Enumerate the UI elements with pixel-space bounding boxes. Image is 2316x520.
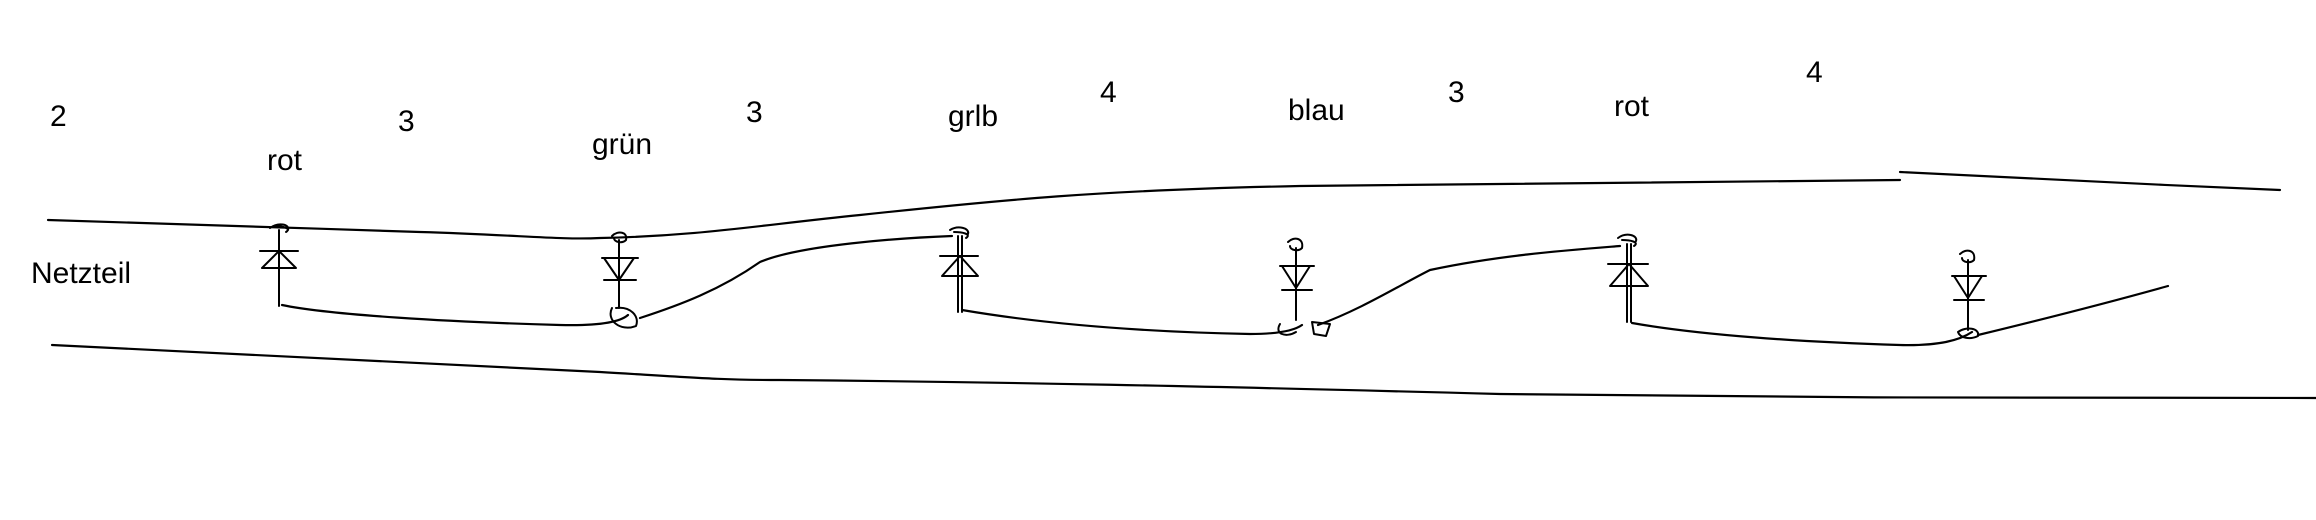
led-count-label-3: 3 <box>746 96 763 129</box>
wire-led2-led3 <box>638 234 954 320</box>
led-symbol-6 <box>1951 249 1987 340</box>
led-count-label-1: 2 <box>50 100 67 133</box>
bottom-supply-wire <box>50 343 2316 400</box>
led-count-label-2: 3 <box>398 105 415 138</box>
led-color-label-3: grlb <box>948 100 999 133</box>
wire-led3-led4 <box>960 308 1304 336</box>
led-color-label-1: rot <box>267 144 303 177</box>
power-supply-label: Netzteil <box>31 257 132 290</box>
wire-led1-led2 <box>280 303 630 327</box>
led-color-label-5: rot <box>1614 90 1650 123</box>
led-color-label-4: blau <box>1288 94 1345 127</box>
wire-led5-led6 <box>1630 321 1974 347</box>
led-symbol-3 <box>939 226 979 313</box>
led-symbol-1 <box>259 223 299 307</box>
top-supply-wire-extension <box>1898 170 2282 192</box>
wire-led4-led5 <box>1316 244 1622 327</box>
led-color-label-2: grün <box>592 128 653 161</box>
led-symbol-5 <box>1607 233 1649 323</box>
led-symbol-2 <box>601 231 639 329</box>
led-symbol-4 <box>1277 237 1331 337</box>
led-count-label-4: 4 <box>1100 76 1117 109</box>
wire-led6-tail <box>1976 284 2170 337</box>
led-count-label-6: 4 <box>1806 56 1823 89</box>
top-supply-wire <box>46 178 1902 240</box>
led-count-label-5: 3 <box>1448 76 1465 109</box>
